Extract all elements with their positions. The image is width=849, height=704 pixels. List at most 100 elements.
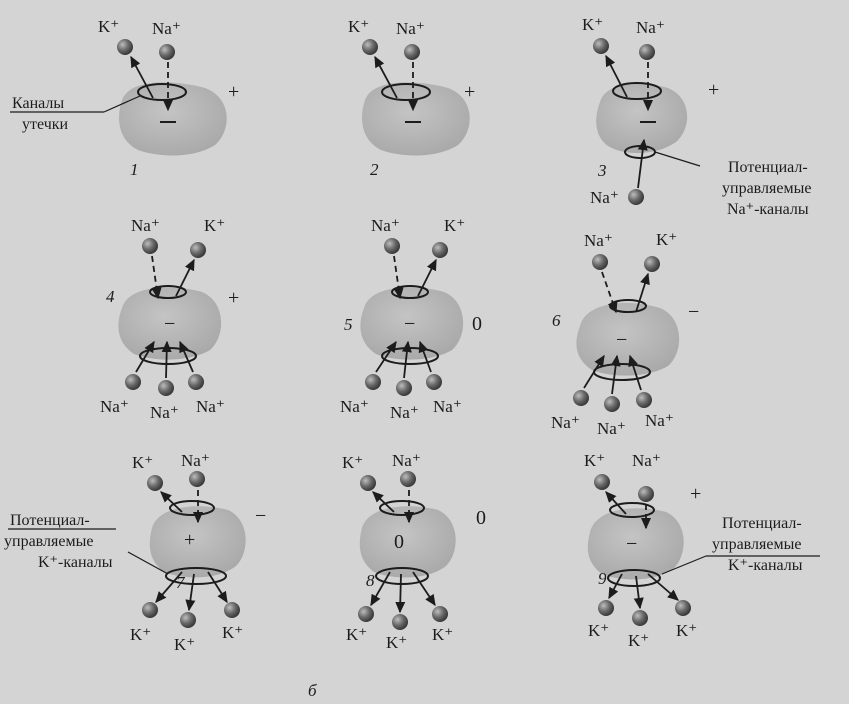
panel-3: K⁺ Na⁺ Na⁺ + 3 <box>582 15 719 207</box>
ion-label-top-8-0: K⁺ <box>342 453 363 472</box>
channel-ring-top-7 <box>169 500 215 516</box>
arrow-na-channel-3 <box>637 138 648 189</box>
ion-label-top-6-1: K⁺ <box>656 230 677 249</box>
arrow-bottom-6-0 <box>583 354 605 389</box>
arrow-bottom-6-2 <box>628 354 642 391</box>
ion-label-bottom-7-1: K⁺ <box>174 635 195 654</box>
inside-sign-9: − <box>626 533 637 555</box>
ion-na-2 <box>404 44 420 60</box>
outside-sign-9: + <box>690 483 701 505</box>
ion-label-top-6-0: Na⁺ <box>584 231 613 250</box>
arrow-bottom-8-1 <box>395 573 406 614</box>
k-channels-left-line-2: управляемые <box>4 533 93 550</box>
ion-bottom-9-2 <box>675 600 691 616</box>
panel-number-9: 9 <box>598 569 607 588</box>
arrow-bottom-9-2 <box>647 573 679 601</box>
ion-label-top-4-1: K⁺ <box>204 216 225 235</box>
panel-number-1: 1 <box>130 160 139 179</box>
ion-label-bottom-4-1: Na⁺ <box>150 403 179 422</box>
ion-na-bottom-3 <box>628 189 644 205</box>
ion-na-top-8 <box>400 471 416 487</box>
outside-sign-2: + <box>464 81 475 103</box>
ion-k-top-6 <box>644 256 660 272</box>
outside-sign-1: + <box>228 81 239 103</box>
panel-7: K⁺ Na⁺ K⁺ K⁺ K⁺ + − 7 <box>130 451 266 654</box>
arrow-bottom-7-2 <box>207 571 228 604</box>
leak-channels-line-1: Каналы <box>12 95 64 112</box>
arrow-bottom-7-0 <box>155 571 183 603</box>
ion-label-top-2-0: K⁺ <box>348 17 369 36</box>
ion-label-bottom-9-0: K⁺ <box>588 621 609 640</box>
arrow-k-out-8 <box>372 491 395 513</box>
ion-label-top-4-0: Na⁺ <box>131 216 160 235</box>
ion-label-bottom-9-2: K⁺ <box>676 621 697 640</box>
inside-sign-8: 0 <box>394 531 404 553</box>
cell-9 <box>587 508 684 580</box>
ion-label-top-5-1: K⁺ <box>444 216 465 235</box>
panel-2: K⁺ Na⁺ + 2 <box>348 17 475 179</box>
cell-8 <box>359 506 456 578</box>
channel-ring-top-4 <box>149 285 187 299</box>
arrow-na-in-4 <box>151 255 162 300</box>
ion-bottom-8-0 <box>358 606 374 622</box>
ion-bottom-5-1 <box>396 380 412 396</box>
ion-na-top-4 <box>142 238 158 254</box>
arrow-k-out-6 <box>635 272 650 313</box>
inside-sign-7: + <box>184 529 195 551</box>
k-channel-ring-7 <box>165 567 227 585</box>
leak-channels-line-2: утечки <box>22 116 69 133</box>
ion-label-top-5-0: Na⁺ <box>371 216 400 235</box>
panel-8: K⁺ Na⁺ K⁺ K⁺ K⁺ 0 0 8 <box>342 451 486 652</box>
outside-sign-7: − <box>255 505 266 527</box>
ion-label-bottom-5-0: Na⁺ <box>340 397 369 416</box>
na-channels-line-1: Потенциал- <box>728 159 808 176</box>
ion-label-top-8-1: Na⁺ <box>392 451 421 470</box>
ion-bottom-6-0 <box>573 390 589 406</box>
cell-5 <box>360 287 464 360</box>
ion-k-top-5 <box>432 242 448 258</box>
ion-na-1 <box>159 44 175 60</box>
ion-k-1 <box>117 39 133 55</box>
na-channels-line-3: Na⁺-каналы <box>727 201 809 218</box>
ion-k-2 <box>362 39 378 55</box>
ion-bottom-4-0 <box>125 374 141 390</box>
arrow-bottom-5-1 <box>401 340 412 379</box>
cell-7 <box>149 506 246 578</box>
inside-sign-4: − <box>164 313 175 335</box>
k-channel-ring-8 <box>375 567 429 585</box>
arrow-bottom-8-2 <box>412 571 436 607</box>
ion-bottom-7-1 <box>180 612 196 628</box>
leak-channel-ring-2 <box>381 83 431 101</box>
outside-sign-3: + <box>708 79 719 101</box>
arrow-bottom-9-1 <box>633 575 644 610</box>
arrow-bottom-4-0 <box>135 340 155 373</box>
channel-ring-top-8 <box>379 500 425 516</box>
na-channels-pointer <box>654 151 701 167</box>
arrow-k-out-5 <box>417 258 437 297</box>
leak-channels-label: Каналы утечки <box>10 95 141 133</box>
panel-4: Na⁺ K⁺ Na⁺ Na⁺ Na⁺ − + 4 <box>100 216 239 422</box>
ion-bottom-7-0 <box>142 602 158 618</box>
inside-sign-6: − <box>616 329 627 351</box>
na-channels-label: Потенциал- управляемые Na⁺-каналы <box>654 151 811 218</box>
k-channels-left-line-3: K⁺-каналы <box>38 554 113 571</box>
ion-k-top-9 <box>594 474 610 490</box>
k-channels-right-line-2: управляемые <box>712 536 801 553</box>
k-channels-right-line-3: K⁺-каналы <box>728 557 803 574</box>
ion-label-top-9-1: Na⁺ <box>632 451 661 470</box>
inside-sign-5: − <box>404 313 415 335</box>
arrow-k-out-7 <box>160 491 183 513</box>
ion-k-3 <box>593 38 609 54</box>
ion-label-bottom-6-0: Na⁺ <box>551 413 580 432</box>
panel-6: Na⁺ K⁺ Na⁺ Na⁺ Na⁺ − − 6 <box>551 230 699 438</box>
panel-number-4: 4 <box>106 287 115 306</box>
ion-label-bottom-7-0: K⁺ <box>130 625 151 644</box>
ion-k-top-7 <box>147 475 163 491</box>
arrow-k-out-2 <box>374 55 398 99</box>
arrow-k-out-9 <box>605 491 627 515</box>
ion-label-top-2-1: Na⁺ <box>396 19 425 38</box>
k-channels-right-pointer <box>661 555 707 575</box>
arrow-k-out-1 <box>130 55 154 99</box>
ion-label-top-7-0: K⁺ <box>132 453 153 472</box>
